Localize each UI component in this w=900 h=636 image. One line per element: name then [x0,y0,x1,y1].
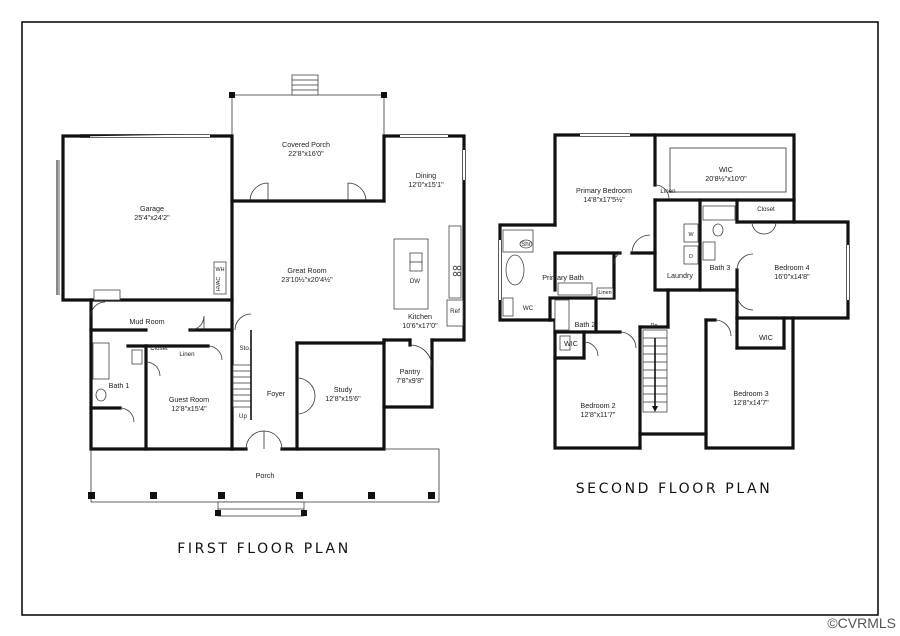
first-floor-windows [80,134,466,180]
label-dishwasher: DW [410,278,420,285]
room-name-guest-room: Guest Room [169,395,209,404]
room-name-primary-bedroom: Primary Bedroom [576,186,632,195]
room-dims-dining: 12'0"x15'1" [408,180,444,189]
second-floor-walls [498,133,850,450]
label-dryer: D [689,254,693,260]
second-floor-title: SECOND FLOOR PLAN [576,481,773,497]
label-stairs-down: Dn [651,323,658,329]
room-name-kitchen: Kitchen [408,312,432,321]
room-dims-bedroom-3: 12'8"x14'7" [733,398,769,407]
room-name-bath-1: Bath 1 [109,381,130,390]
room-name-primary-bath: Primary Bath [542,273,584,282]
room-name-garage: Garage [140,204,164,213]
second-floor-plan: Primary Bedroom 14'8"x17'5½" WIC 20'8½"x… [498,133,850,450]
room-name-study: Study [334,385,353,394]
kitchen-fixtures [393,225,464,327]
stairs-second-floor [642,329,668,413]
second-floor-labels: Primary Bedroom 14'8"x17'5½" WIC 20'8½"x… [521,165,810,419]
first-floor-title: FIRST FLOOR PLAN [177,541,351,557]
room-name-laundry: Laundry [667,271,693,280]
room-name-dining: Dining [416,171,436,180]
label-linen-bath: Linen [598,290,611,296]
room-name-bedroom-4: Bedroom 4 [774,263,809,272]
second-floor-windows [498,133,850,300]
label-stairs-up: Up [239,413,247,420]
first-floor-plan: Covered Porch 22'8"x16'0" Garage 25'4"x2… [56,74,466,517]
label-washer: W [688,232,694,238]
room-name-bath-2: Bath 2 [575,320,596,329]
room-name-bedroom-3: Bedroom 3 [733,389,768,398]
room-name-mud-room: Mud Room [129,317,164,326]
covered-porch-structure [229,74,387,202]
room-dims-kitchen: 10'6"x17'0" [402,321,438,330]
label-linen-top: Linen [660,188,676,195]
room-name-wic: WIC [719,165,733,174]
room-name-covered-porch: Covered Porch [282,140,330,149]
room-dims-covered-porch: 22'8"x16'0" [288,149,324,158]
first-floor-labels: Covered Porch 22'8"x16'0" Garage 25'4"x2… [109,140,460,480]
label-closet: Closet [150,345,168,352]
label-wc-primary-bath: WC [523,305,534,312]
room-dims-bedroom-2: 12'8"x11'7" [581,410,616,419]
label-wic-bedroom-2: WIC [564,339,578,348]
room-name-pantry: Pantry [400,367,421,376]
room-name-bath-3: Bath 3 [710,263,731,272]
label-closet: Closet [757,206,775,213]
room-name-great-room: Great Room [287,266,326,275]
label-wic-bedroom-3: WIC [759,333,773,342]
room-dims-bedroom-4: 16'0"x14'8" [774,272,810,281]
first-floor-doors [90,301,433,450]
room-dims-great-room: 23'10½"x20'4½" [281,275,333,284]
second-floor-fixtures [502,205,736,351]
room-dims-guest-room: 12'8"x15'4" [171,404,207,413]
watermark-text: ©CVRMLS [827,615,896,631]
room-dims-pantry: 7'8"x9'8" [396,376,424,385]
room-dims-wic: 20'8½"x10'0" [705,174,747,183]
stairs-first-floor [232,313,252,420]
room-dims-study: 12'8"x15'6" [325,394,361,403]
label-shower: Shr [521,241,531,248]
room-dims-primary-bedroom: 14'8"x17'5½" [583,195,625,204]
main-house-walls [89,134,466,451]
room-dims-garage: 25'4"x24'2" [134,213,170,222]
label-refrigerator: Ref [450,308,460,315]
room-name-porch: Porch [256,471,275,480]
label-linen: Linen [179,351,195,358]
second-floor-doors [583,184,777,357]
room-name-foyer: Foyer [267,389,286,398]
label-water-heater: WH [216,267,225,273]
room-name-bedroom-2: Bedroom 2 [580,401,615,410]
garage-walls [56,134,234,302]
page-frame [21,21,879,616]
bath-1-fixtures [92,342,143,402]
label-hvac: HVAC [216,277,222,292]
front-porch-structure [88,448,440,517]
label-storage: Sto. [239,345,250,352]
